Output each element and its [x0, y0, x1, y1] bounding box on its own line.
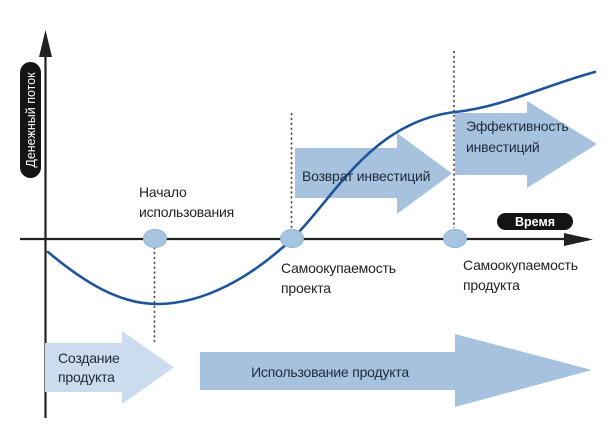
y-axis-label-badge: Денежный поток — [20, 62, 41, 178]
milestone-label-start-of-use: Начало использования — [139, 184, 234, 220]
stage-label-product-creation: Создание продукта — [58, 350, 120, 385]
milestone-dot-product-payback — [443, 229, 467, 248]
milestone-label-product-payback: Самоокупаемость продукта — [463, 257, 578, 293]
stage-label-product-usage: Использование продукта — [251, 364, 409, 380]
milestone-dot-start-of-use — [143, 229, 167, 248]
x-axis-arrowhead-icon — [564, 233, 593, 246]
stage-arrow-return-on-investment — [295, 133, 452, 214]
y-axis-arrowhead-icon — [39, 30, 52, 57]
stage-arrow-product-creation — [45, 331, 174, 404]
x-axis-label: Время — [515, 214, 555, 229]
stage-label-return-on-investment: Возврат инвестиций — [302, 168, 431, 184]
milestone-label-project-payback: Самоокупаемость проекта — [281, 260, 396, 296]
milestone-dot-project-payback — [280, 229, 304, 248]
cash-flow-curve — [46, 70, 597, 306]
stage-arrow-investment-efficiency — [455, 101, 597, 188]
y-axis-label: Денежный поток — [23, 72, 38, 168]
stage-label-investment-efficiency: Эффективность инвестиций — [466, 118, 569, 155]
x-axis-label-badge: Время — [497, 213, 573, 230]
stage-arrow-product-usage — [200, 334, 592, 407]
